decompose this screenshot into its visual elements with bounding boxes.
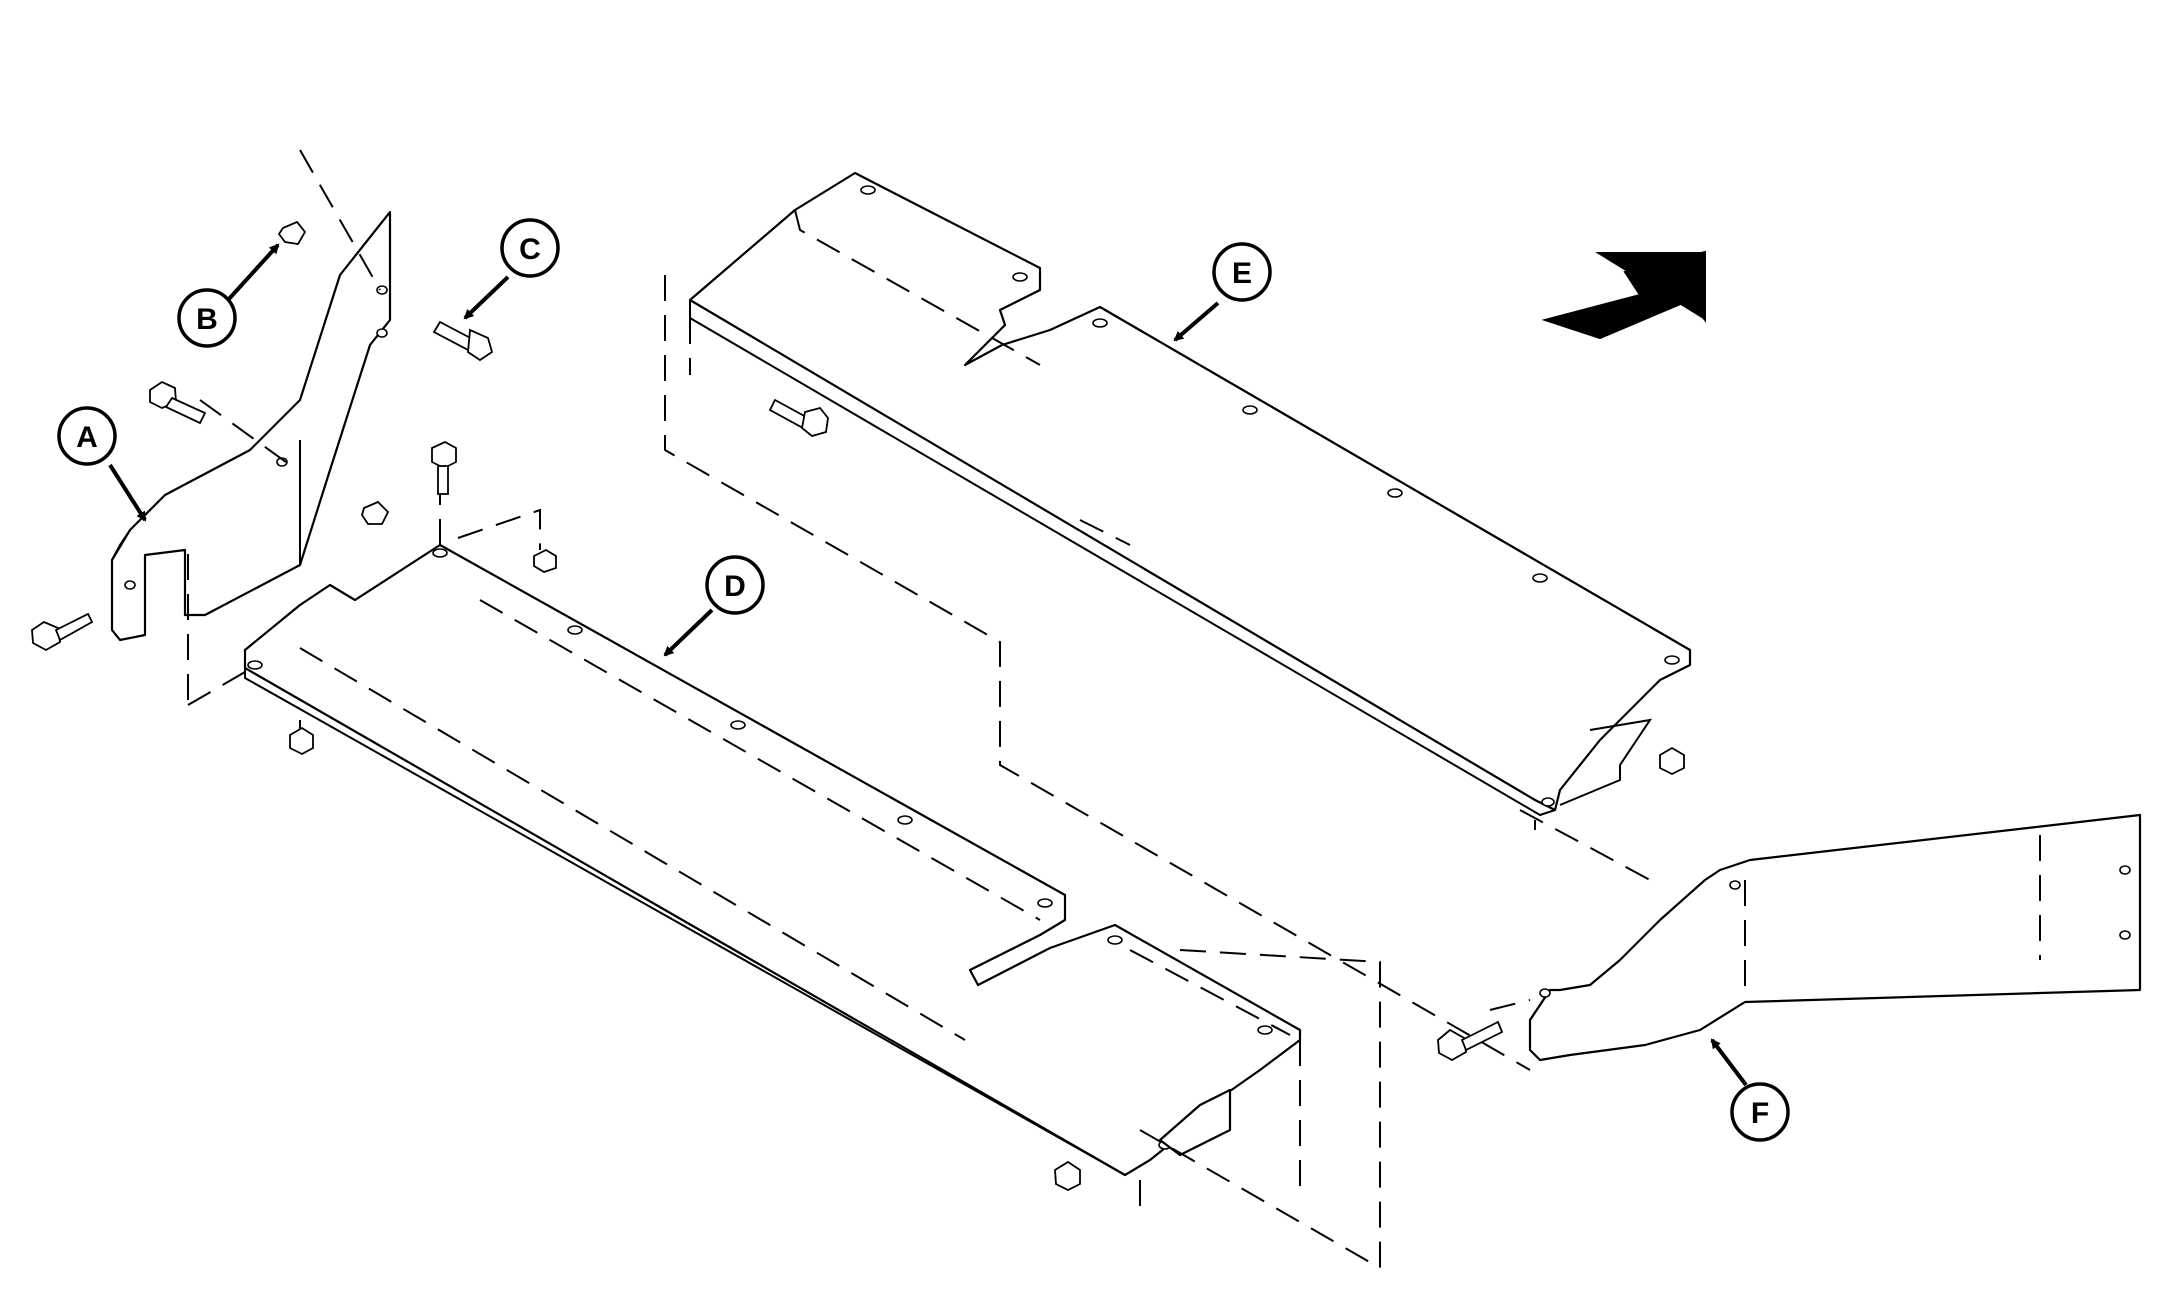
bolt-lower-left (31, 612, 94, 652)
leader-a (108, 463, 147, 522)
nut-e-right (1659, 746, 1685, 776)
callout-e-label: E (1232, 257, 1252, 290)
alignment-lines (187, 149, 1651, 1270)
part-d-lower-shield (243, 543, 1302, 1177)
callout-f-label: F (1751, 1097, 1769, 1130)
callout-a: A (57, 406, 117, 466)
hardware (31, 220, 1685, 1192)
callout-b-label: B (196, 303, 218, 336)
callout-b: B (177, 288, 237, 348)
nut-b (277, 220, 307, 245)
bolt-e (768, 398, 829, 437)
nut-d-right (1054, 1160, 1081, 1192)
part-f-side-bracket (1528, 813, 2142, 1062)
part-a-side-bracket (110, 210, 392, 642)
callout-c-label: C (519, 233, 541, 266)
leader-b (226, 243, 280, 302)
leader-c (463, 275, 510, 320)
callout-d-label: D (724, 570, 746, 603)
nut-left-mid (361, 500, 390, 525)
nut-d-top (533, 548, 557, 573)
callout-f: F (1730, 1082, 1790, 1142)
leader-e (1173, 301, 1220, 342)
nut-d-left (289, 726, 314, 756)
callout-e: E (1212, 242, 1272, 302)
bolt-c (432, 320, 494, 362)
leader-d (663, 608, 714, 657)
callout-c: C (500, 218, 560, 278)
forward-direction-arrow-icon (1541, 250, 1706, 340)
callout-a-label: A (76, 421, 98, 454)
callout-d: D (705, 555, 765, 615)
part-e-upper-shield (688, 171, 1692, 817)
bolt-vertical (431, 440, 457, 495)
leader-f (1710, 1038, 1748, 1087)
bolt-f (1437, 1020, 1504, 1062)
bolt-upper-left (149, 380, 207, 425)
